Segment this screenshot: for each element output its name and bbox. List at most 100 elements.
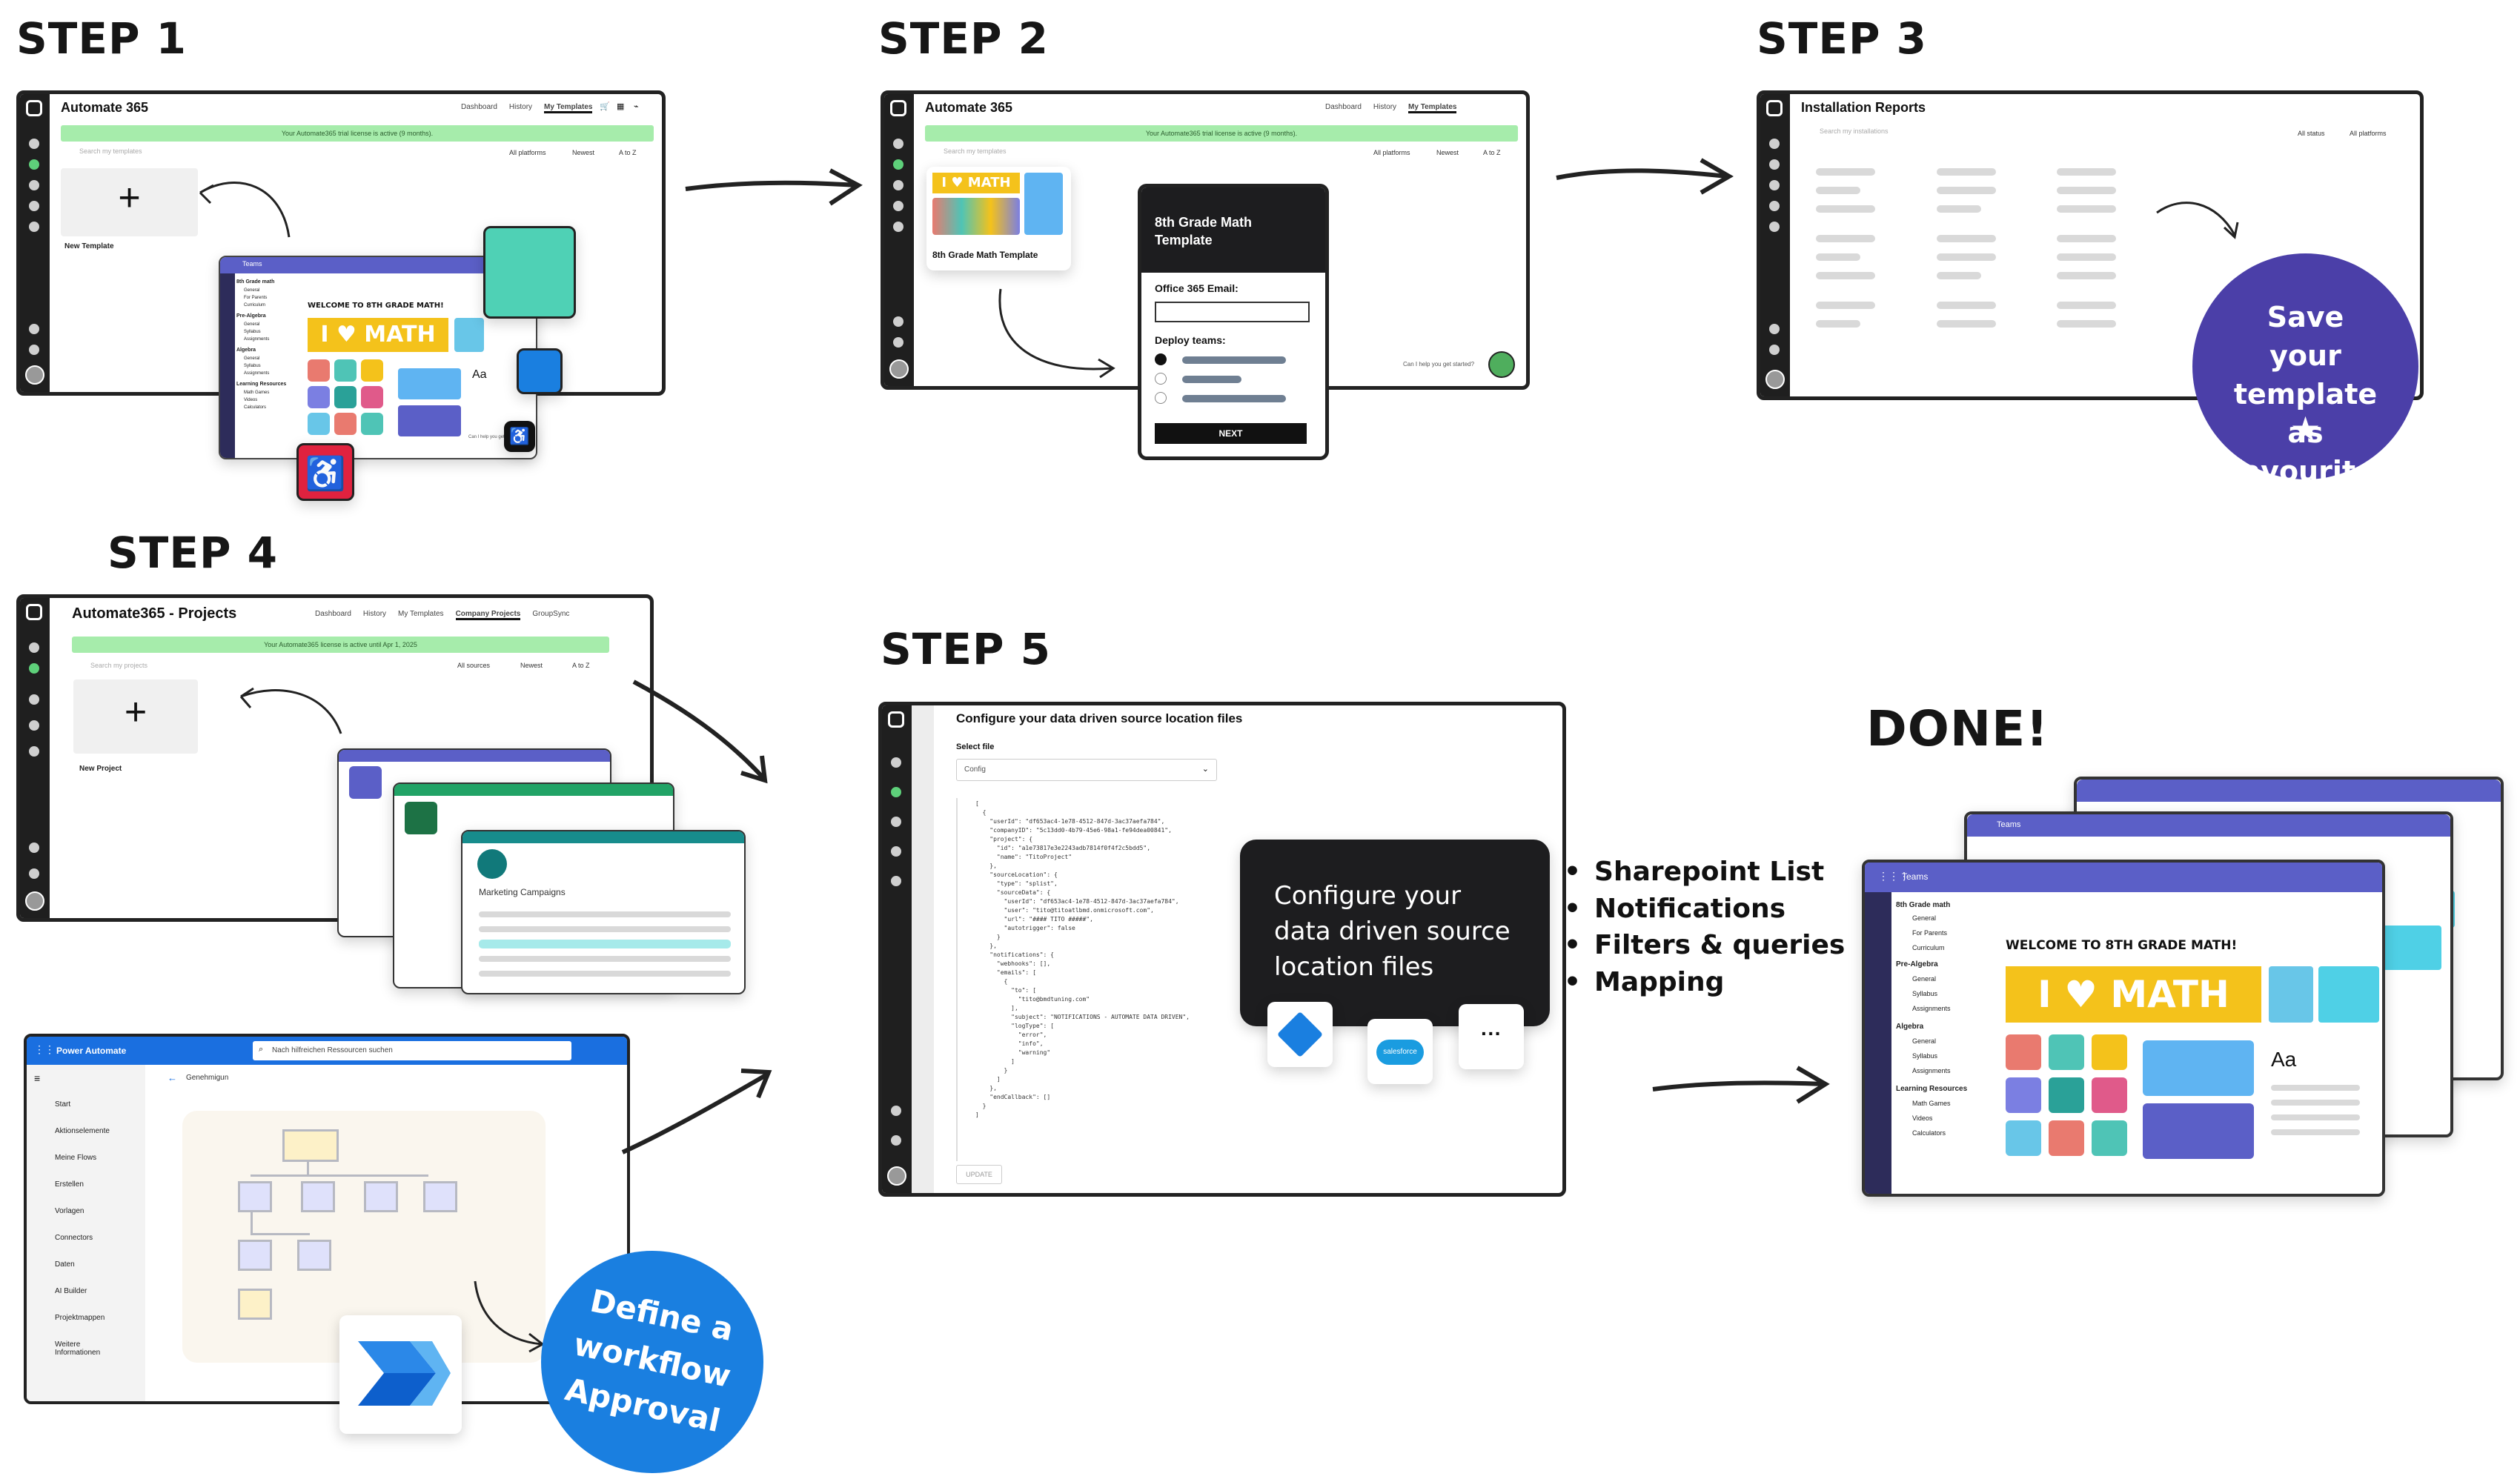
help-icon[interactable] xyxy=(1769,345,1780,355)
pa-nav-item[interactable]: Projektmappen xyxy=(55,1314,105,1322)
hamburger-icon[interactable]: ≡ xyxy=(34,1072,41,1084)
status-filter[interactable]: All status xyxy=(2298,130,2325,137)
app-launcher-icon[interactable]: ⋮⋮ xyxy=(34,1043,55,1055)
channel-item[interactable]: Algebra xyxy=(1896,1023,1924,1031)
channel-item[interactable]: Learning Resources xyxy=(236,382,287,387)
nav-history[interactable]: History xyxy=(362,610,387,618)
team-radio-3[interactable] xyxy=(1155,392,1167,404)
nav-dashboard[interactable]: Dashboard xyxy=(315,610,351,618)
channel-item[interactable]: Curriculum xyxy=(1912,944,1945,951)
channel-item[interactable]: Syllabus xyxy=(1912,990,1938,997)
pa-nav-item[interactable]: Daten xyxy=(55,1260,75,1269)
settings-icon[interactable] xyxy=(29,843,39,853)
sort-a-to-z[interactable]: A to Z xyxy=(1483,149,1501,156)
stack-icon[interactable] xyxy=(29,720,39,731)
channel-item[interactable]: 8th Grade math xyxy=(1896,901,1951,909)
chat-bot-icon[interactable] xyxy=(1488,351,1515,378)
channel-item[interactable]: Math Games xyxy=(1912,1100,1951,1107)
channel-item[interactable]: General xyxy=(1912,1037,1937,1045)
file-select[interactable]: Config ⌄ xyxy=(956,759,1217,781)
pa-nav-item[interactable]: Start xyxy=(55,1100,71,1109)
source-filter[interactable]: All sources xyxy=(457,662,491,669)
next-button[interactable]: NEXT xyxy=(1155,423,1307,444)
settings-icon[interactable] xyxy=(1769,324,1780,334)
home-icon[interactable] xyxy=(1769,139,1780,149)
brush-icon[interactable] xyxy=(29,180,39,190)
help-icon[interactable] xyxy=(29,345,39,355)
nav-my-templates[interactable]: My Templates xyxy=(544,103,593,113)
platform-filter[interactable]: All platforms xyxy=(509,149,546,156)
nav-dashboard[interactable]: Dashboard xyxy=(461,103,497,111)
clock-icon[interactable] xyxy=(29,746,39,757)
nav-my-templates[interactable]: My Templates xyxy=(398,610,444,618)
channel-item[interactable]: 8th Grade math xyxy=(236,279,275,285)
brush-icon[interactable] xyxy=(891,817,901,827)
channel-item[interactable]: Assignments xyxy=(244,371,270,376)
email-field[interactable] xyxy=(1155,302,1310,322)
avatar[interactable] xyxy=(25,365,44,385)
back-arrow-icon[interactable]: ← xyxy=(168,1072,177,1083)
new-template-tile[interactable]: + xyxy=(61,168,198,236)
nav-history[interactable]: History xyxy=(508,103,533,111)
search-input[interactable]: Search my projects xyxy=(90,662,148,669)
help-icon[interactable] xyxy=(893,337,903,348)
code-editor[interactable]: [ { "userId": "df653ac4-1e78-4512-847d-3… xyxy=(956,798,1239,1161)
clock-icon[interactable] xyxy=(1769,222,1780,232)
home-icon[interactable] xyxy=(29,642,39,653)
channel-item[interactable]: Pre-Algebra xyxy=(1896,960,1938,968)
channel-item[interactable]: General xyxy=(244,322,260,327)
sort-newest[interactable]: Newest xyxy=(572,149,595,156)
pa-nav-item[interactable]: Erstellen xyxy=(55,1180,84,1189)
pa-search[interactable]: ⌕ Nach hilfreichen Ressourcen suchen xyxy=(253,1041,571,1060)
channel-item[interactable]: Assignments xyxy=(1912,1005,1951,1012)
search-input[interactable]: Search my installations xyxy=(1820,127,1889,135)
sort-newest[interactable]: Newest xyxy=(1436,149,1459,156)
new-project-tile[interactable]: + xyxy=(73,679,198,754)
platform-filter[interactable]: All platforms xyxy=(1373,149,1410,156)
pa-nav-item[interactable]: Aktionselemente xyxy=(55,1127,110,1135)
team-radio-1[interactable] xyxy=(1155,353,1167,365)
channel-item[interactable]: Syllabus xyxy=(244,364,261,368)
nav-company-projects[interactable]: Company Projects xyxy=(455,610,521,620)
chart-icon[interactable]: ⌁ xyxy=(634,102,639,111)
sort-newest[interactable]: Newest xyxy=(520,662,543,669)
channel-item[interactable]: Calculators xyxy=(244,405,267,410)
brush-icon[interactable] xyxy=(29,694,39,705)
pa-nav-item[interactable]: Weitere Informationen xyxy=(55,1340,101,1357)
sort-a-to-z[interactable]: A to Z xyxy=(619,149,637,156)
search-input[interactable]: Search my templates xyxy=(944,147,1007,155)
stack-icon[interactable] xyxy=(891,846,901,857)
channel-item[interactable]: Curriculum xyxy=(244,303,266,308)
home-icon[interactable] xyxy=(891,757,901,768)
channel-item[interactable]: Learning Resources xyxy=(1896,1085,1968,1093)
nav-groupsync[interactable]: GroupSync xyxy=(532,610,570,618)
pa-nav-item[interactable]: Vorlagen xyxy=(55,1207,84,1215)
channel-item[interactable]: General xyxy=(1912,975,1937,983)
channel-item[interactable]: Assignments xyxy=(1912,1067,1951,1074)
home-icon[interactable] xyxy=(893,139,903,149)
update-button[interactable]: UPDATE xyxy=(956,1165,1002,1184)
channel-item[interactable]: Assignments xyxy=(244,337,270,342)
app-launcher-icon[interactable]: ⋮⋮⋮ xyxy=(1878,870,1909,882)
settings-icon[interactable] xyxy=(891,1106,901,1116)
cloud-icon[interactable] xyxy=(29,663,39,674)
avatar[interactable] xyxy=(887,1166,906,1186)
cloud-icon[interactable] xyxy=(893,159,903,170)
clock-icon[interactable] xyxy=(891,876,901,886)
settings-icon[interactable] xyxy=(893,316,903,327)
cloud-icon[interactable] xyxy=(891,787,901,797)
stack-icon[interactable] xyxy=(1769,201,1780,211)
clock-icon[interactable] xyxy=(29,222,39,232)
template-card[interactable]: I ♥ MATH 8th Grade Math Template xyxy=(926,167,1071,270)
help-icon[interactable] xyxy=(891,1135,901,1146)
stack-icon[interactable] xyxy=(29,201,39,211)
nav-dashboard[interactable]: Dashboard xyxy=(1325,103,1362,111)
channel-item[interactable]: Videos xyxy=(1912,1114,1933,1122)
channel-item[interactable]: Pre-Algebra xyxy=(236,313,266,319)
channel-item[interactable]: Videos xyxy=(244,398,258,402)
clock-icon[interactable] xyxy=(893,222,903,232)
channel-item[interactable]: Syllabus xyxy=(1912,1052,1938,1060)
channel-item[interactable]: Math Games xyxy=(244,391,270,395)
team-radio-2[interactable] xyxy=(1155,373,1167,385)
help-icon[interactable] xyxy=(29,868,39,879)
